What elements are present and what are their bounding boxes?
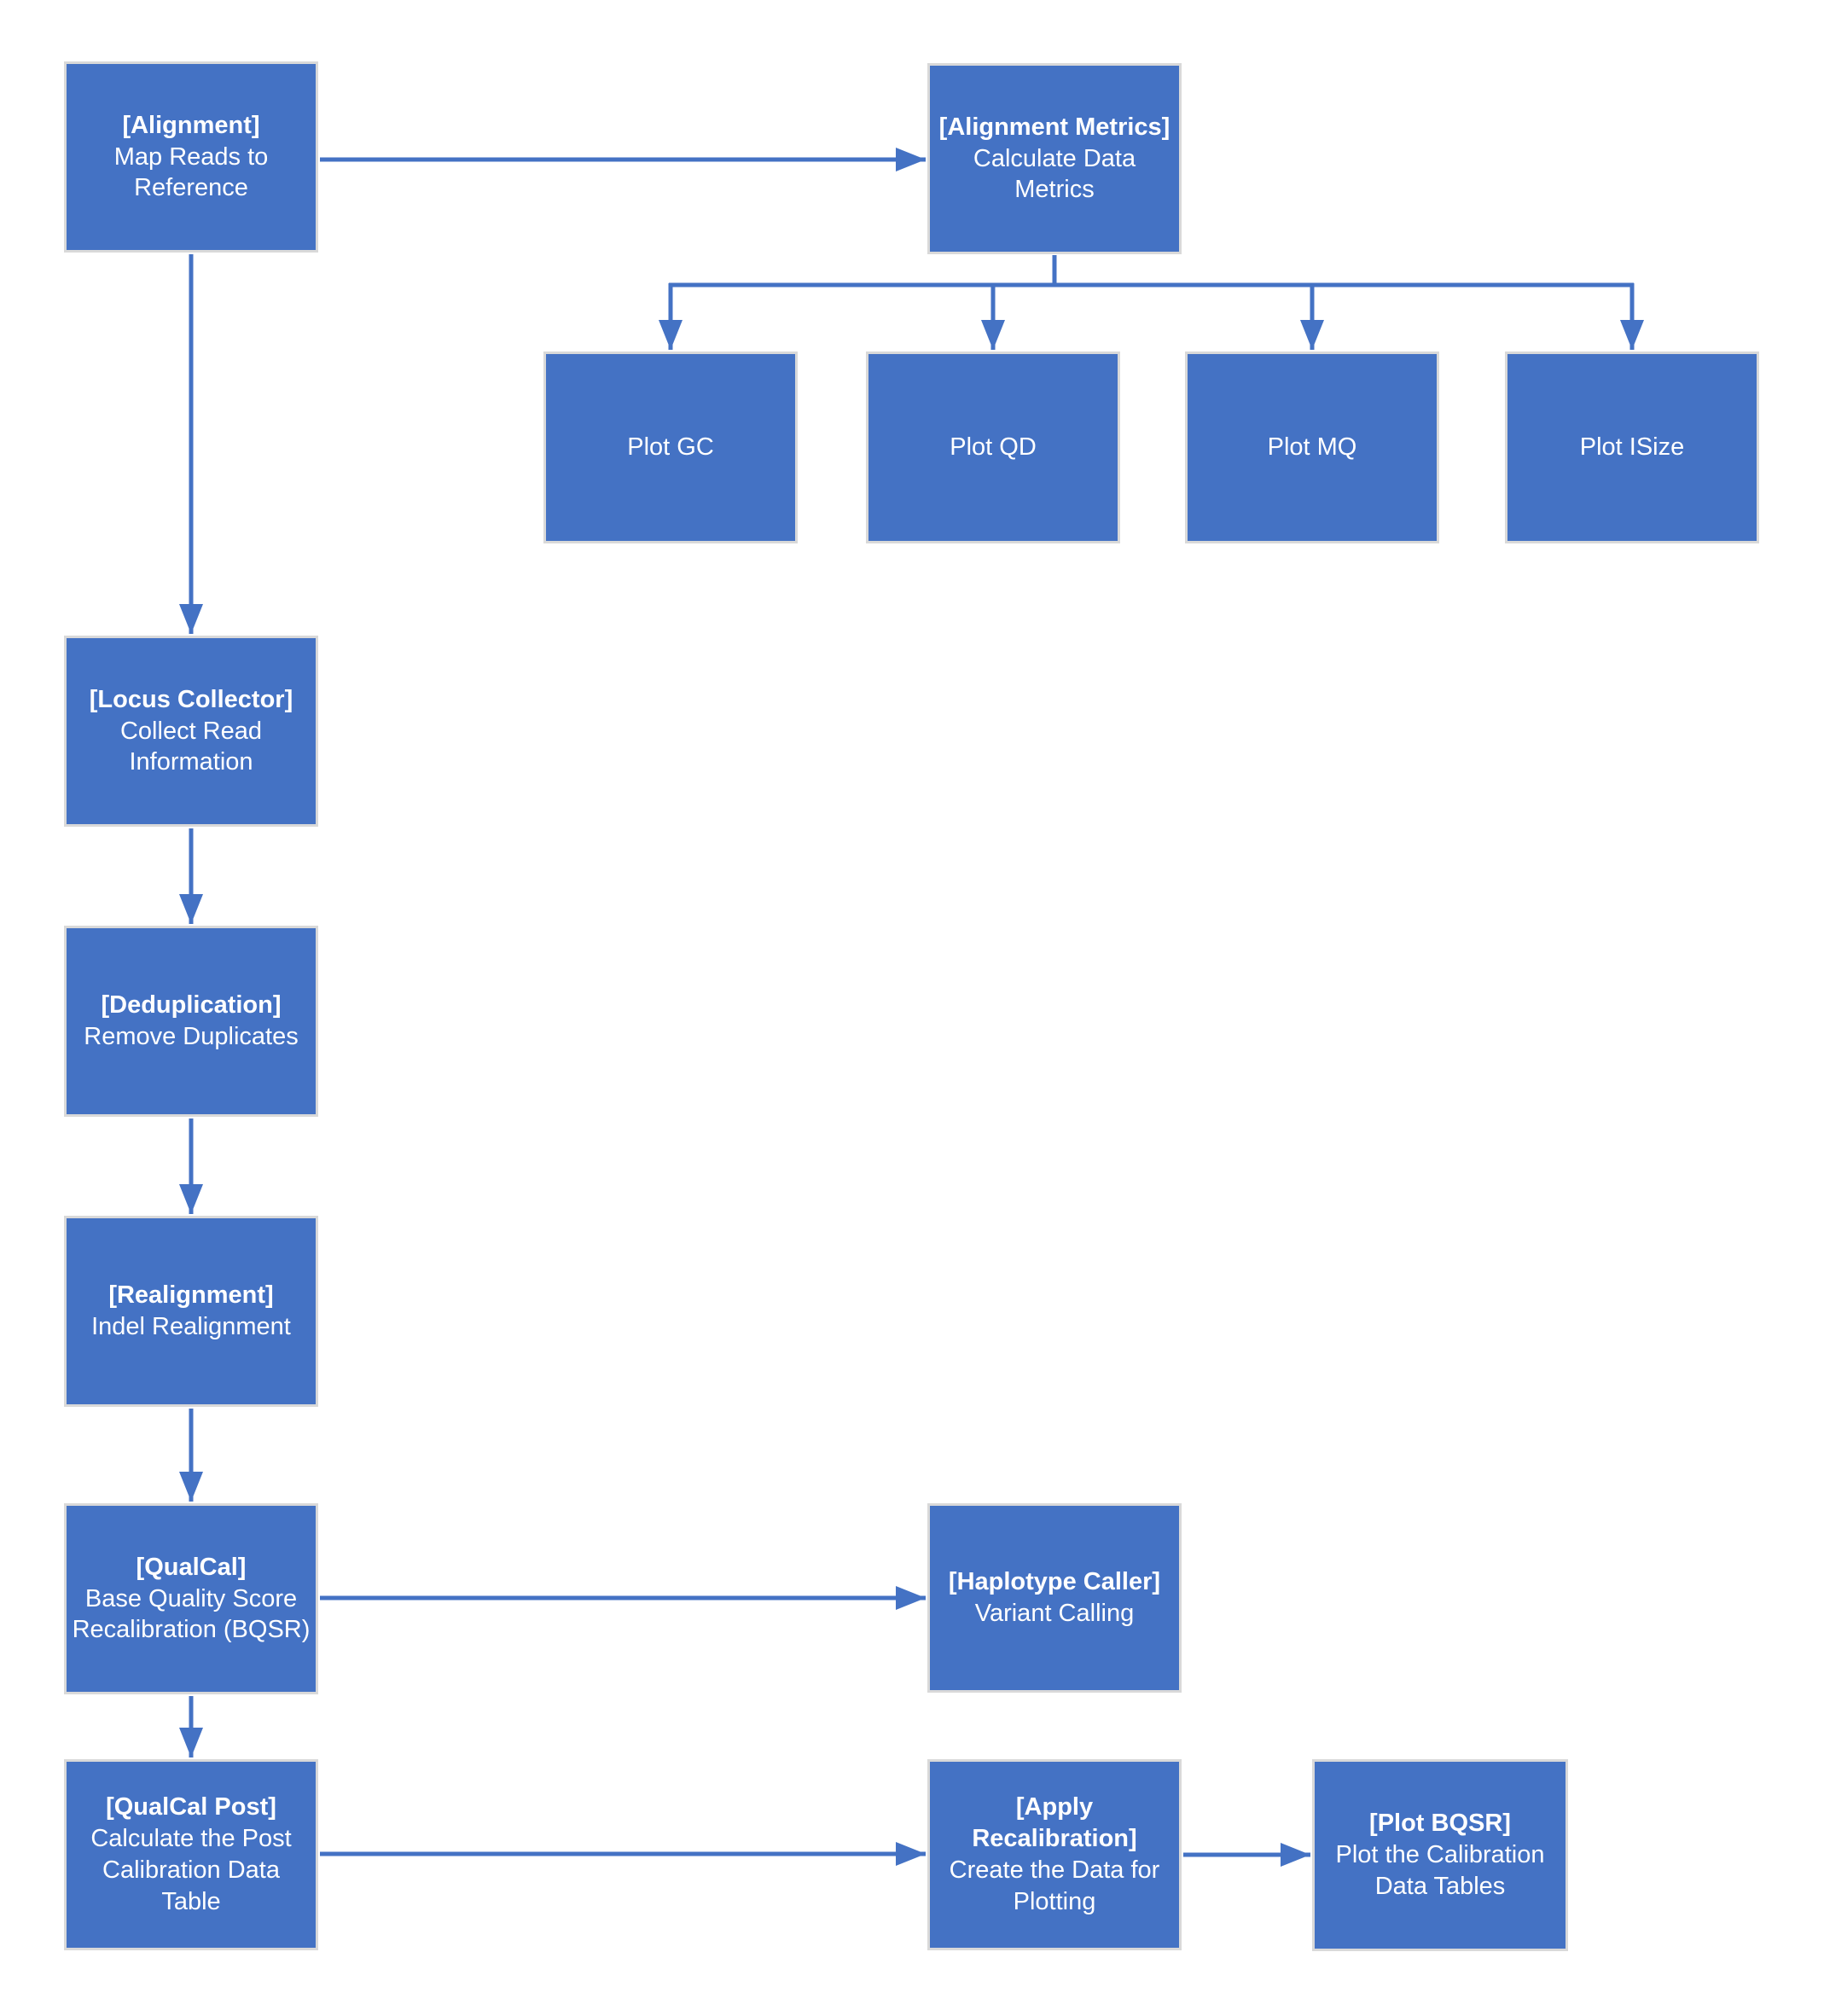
node-alignment-metrics: [Alignment Metrics] Calculate Data Metri…: [927, 63, 1182, 254]
node-plot-gc-label: Plot GC: [627, 433, 714, 462]
node-alignment: [Alignment] Map Reads to Reference: [64, 61, 318, 253]
branch-alignment-metrics-trunk: [669, 255, 1634, 288]
node-haplotype-caller-subtitle: Variant Calling: [974, 1600, 1135, 1627]
node-alignment-title: [Alignment]: [122, 111, 260, 139]
node-qualcal-post-subtitle: Calculate the Post Calibration Data Tabl…: [90, 1825, 292, 1915]
node-apply-recalibration-subtitle: Create the Data for Plotting: [949, 1856, 1160, 1915]
node-deduplication-subtitle: Remove Duplicates: [84, 1023, 299, 1050]
node-plot-mq-label: Plot MQ: [1267, 433, 1357, 462]
node-locus-collector-title: [Locus Collector]: [89, 685, 293, 713]
node-qualcal-title: [QualCal]: [136, 1553, 247, 1581]
node-plot-bqsr-title: [Plot BQSR]: [1369, 1810, 1511, 1838]
node-realignment-subtitle: Indel Realignment: [91, 1313, 291, 1340]
node-plot-bqsr: [Plot BQSR] Plot the Calibration Data Ta…: [1312, 1759, 1568, 1951]
node-locus-collector-subtitle: Collect Read Information: [119, 717, 263, 776]
node-plot-bqsr-subtitle: Plot the Calibration Data Tables: [1335, 1841, 1545, 1900]
node-realignment-title: [Realignment]: [108, 1281, 274, 1310]
node-haplotype-caller-title: [Haplotype Caller]: [948, 1568, 1161, 1596]
node-plot-isize: Plot ISize: [1505, 351, 1759, 543]
node-deduplication-title: [Deduplication]: [101, 991, 282, 1020]
node-deduplication: [Deduplication] Remove Duplicates: [64, 926, 318, 1117]
node-qualcal: [QualCal] Base Quality Score Recalibrati…: [64, 1503, 318, 1694]
node-locus-collector: [Locus Collector] Collect Read Informati…: [64, 636, 318, 827]
node-apply-recalibration: [Apply Recalibration] Create the Data fo…: [927, 1759, 1182, 1950]
node-plot-gc: Plot GC: [543, 351, 798, 543]
node-haplotype-caller: [Haplotype Caller] Variant Calling: [927, 1503, 1182, 1693]
node-plot-qd: Plot QD: [866, 351, 1120, 543]
node-apply-recalibration-title: [Apply Recalibration]: [972, 1793, 1137, 1853]
node-qualcal-post: [QualCal Post] Calculate the Post Calibr…: [64, 1759, 318, 1950]
node-alignment-metrics-title: [Alignment Metrics]: [938, 113, 1170, 141]
node-plot-qd-label: Plot QD: [950, 433, 1037, 462]
node-alignment-metrics-subtitle: Calculate Data Metrics: [973, 144, 1136, 204]
node-alignment-subtitle: Map Reads to Reference: [113, 142, 269, 202]
node-plot-isize-label: Plot ISize: [1579, 433, 1685, 462]
node-qualcal-post-title: [QualCal Post]: [106, 1793, 276, 1821]
node-plot-mq: Plot MQ: [1185, 351, 1439, 543]
node-realignment: [Realignment] Indel Realignment: [64, 1216, 318, 1407]
node-qualcal-subtitle: Base Quality Score Recalibration (BQSR): [72, 1584, 311, 1644]
